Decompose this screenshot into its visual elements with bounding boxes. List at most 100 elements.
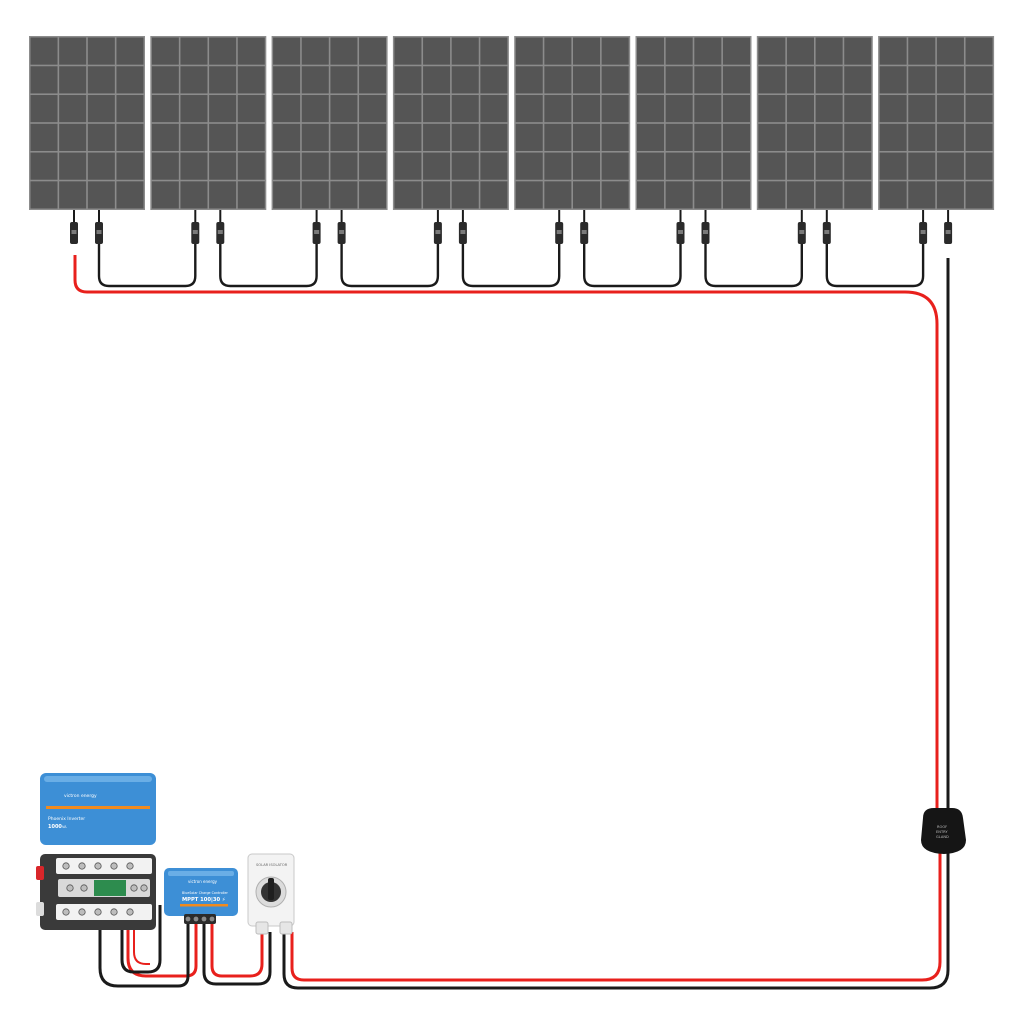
- panel-cell: [209, 181, 237, 209]
- panel-cell: [844, 66, 872, 94]
- mppt-terminal-screw: [193, 916, 199, 922]
- panel-cell: [879, 181, 907, 209]
- isolator-label: SOLAR ISOLATOR: [256, 863, 288, 867]
- distribution-busbar: [36, 854, 156, 930]
- mc4-connector-band: [799, 230, 805, 234]
- panel-cell: [237, 123, 265, 151]
- panel-cell: [758, 181, 786, 209]
- panel-cell: [87, 123, 115, 151]
- panel-cell: [180, 37, 208, 65]
- panel-cell: [665, 123, 693, 151]
- series-jumper: [340, 244, 440, 288]
- panel-frame: [756, 36, 873, 210]
- panel-cell: [844, 123, 872, 151]
- inverter-rating: 1000: [48, 824, 62, 830]
- panel-cell: [665, 152, 693, 180]
- panel-cell: [544, 123, 572, 151]
- isolator-left-gland: [255, 921, 269, 935]
- panel-cell: [59, 95, 87, 123]
- panel-cell: [879, 37, 907, 65]
- panel-cell: [637, 152, 665, 180]
- panel-cell: [515, 66, 543, 94]
- panel-cell: [359, 123, 387, 151]
- panel-cell: [237, 181, 265, 209]
- bus-link-positive: [133, 890, 150, 965]
- panel-cell: [273, 95, 301, 123]
- panel-cell: [209, 123, 237, 151]
- panel-cell: [786, 66, 814, 94]
- panel-cell: [237, 152, 265, 180]
- panel-cell: [515, 37, 543, 65]
- panel-cell: [359, 66, 387, 94]
- panel-cell: [758, 123, 786, 151]
- busbar-positive-terminal: [36, 866, 44, 880]
- panel-cell: [758, 37, 786, 65]
- panel-cell: [394, 66, 422, 94]
- mppt-brand: victron energy: [188, 879, 218, 884]
- panel-cell: [965, 152, 993, 180]
- panel-frame: [271, 36, 388, 210]
- panel-cell: [59, 66, 87, 94]
- mppt-terminal-screws: [185, 916, 215, 922]
- panel-cell: [908, 95, 936, 123]
- mc4-connector-band: [339, 230, 345, 234]
- mc4-connector-band: [824, 230, 830, 234]
- mppt-model: MPPT 100|30 ⚡: [182, 897, 226, 903]
- panel-cell: [180, 95, 208, 123]
- isolator-to-mppt-negative: [202, 922, 272, 986]
- panel-cell: [722, 152, 750, 180]
- panel-cell: [758, 152, 786, 180]
- panel-cell: [423, 152, 451, 180]
- panel-cell: [544, 37, 572, 65]
- mc4-connector-band: [703, 230, 708, 234]
- panel-cell: [936, 123, 964, 151]
- array-positive-wire: [73, 255, 939, 812]
- panel-cell: [573, 152, 601, 180]
- mppt-subtitle: BlueSolar Charge Controller: [182, 891, 228, 895]
- solar-panel: [150, 36, 267, 244]
- panel-cell: [330, 95, 358, 123]
- mppt-charge-controller: victron energy BlueSolar Charge Controll…: [164, 868, 238, 924]
- panel-cell: [515, 95, 543, 123]
- panel-cell: [601, 37, 629, 65]
- panel-cell: [116, 37, 144, 65]
- mc4-connector-band: [460, 230, 466, 234]
- inverter-rating-unit: VA: [62, 825, 67, 829]
- panel-cell: [30, 66, 58, 94]
- panel-cell: [330, 123, 358, 151]
- panel-cell: [637, 181, 665, 209]
- panel-cell: [359, 37, 387, 65]
- panel-cell: [394, 95, 422, 123]
- series-jumper: [461, 244, 561, 288]
- panel-cell: [180, 181, 208, 209]
- mc4-connector-band: [920, 230, 926, 234]
- panel-cell: [844, 152, 872, 180]
- panel-cell: [573, 123, 601, 151]
- panel-cell: [879, 66, 907, 94]
- panel-cell: [330, 66, 358, 94]
- panel-cell: [209, 152, 237, 180]
- mc4-connector-band: [192, 230, 198, 234]
- panel-cell: [423, 123, 451, 151]
- panel-cell: [573, 95, 601, 123]
- inverter-stripe: [46, 806, 150, 809]
- panel-cell: [665, 181, 693, 209]
- panel-cell: [844, 181, 872, 209]
- panel-cell: [544, 66, 572, 94]
- panel-cell: [59, 37, 87, 65]
- panel-cell: [573, 181, 601, 209]
- solar-panel: [271, 36, 388, 244]
- inverter-brand: victron energy: [64, 793, 97, 799]
- panel-cell: [151, 66, 179, 94]
- mc4-connector-band: [435, 230, 441, 234]
- busbar-bolt: [140, 884, 148, 892]
- panel-cell: [423, 66, 451, 94]
- busbar-bolt: [66, 884, 74, 892]
- panel-cell: [544, 95, 572, 123]
- inverter-model: Phoenix Inverter: [48, 816, 85, 822]
- busbar-bolt: [62, 908, 70, 916]
- panel-cell: [30, 181, 58, 209]
- busbar-bolt: [94, 908, 102, 916]
